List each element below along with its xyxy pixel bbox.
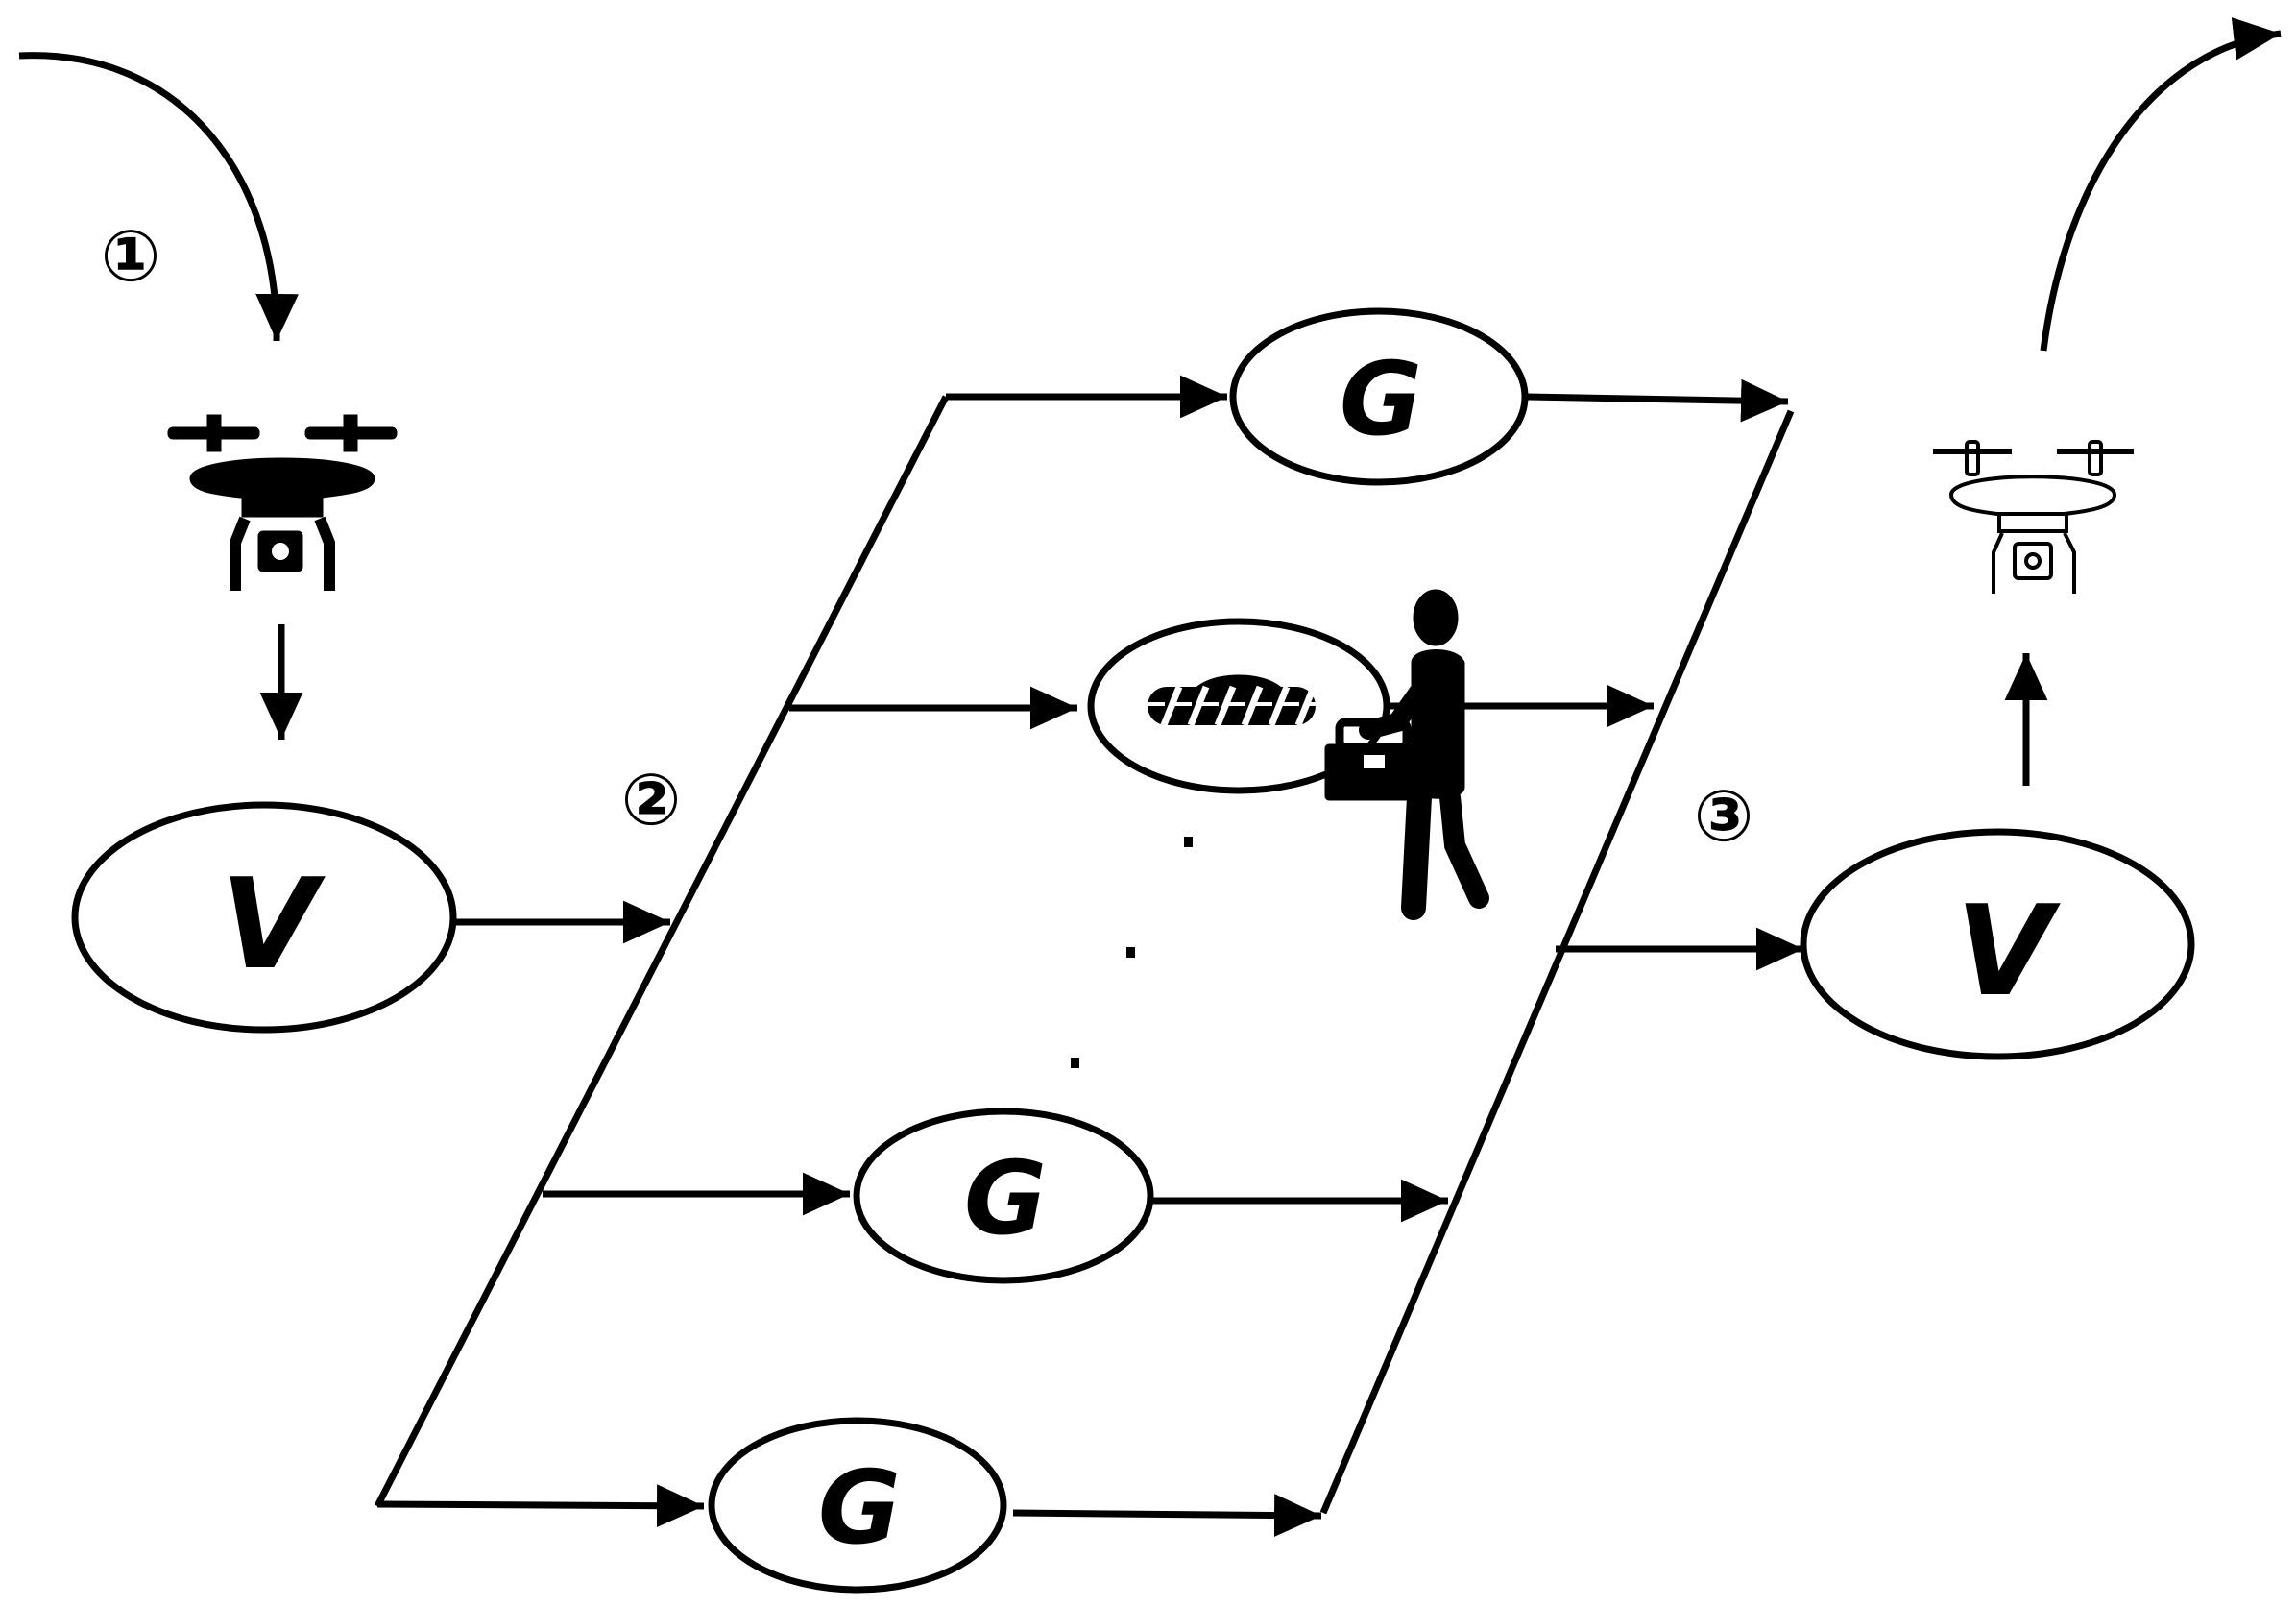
vertical-dots-icon (1071, 837, 1193, 1068)
svg-text:G: G (1340, 341, 1422, 458)
svg-text:G: G (818, 1449, 901, 1567)
v-node-right: V (1800, 828, 2195, 1060)
row-4-in-arrow (376, 1484, 705, 1528)
step-2-label: ② (621, 759, 682, 841)
row-1-out-arrow (1526, 378, 1789, 423)
step-3-label: ③ (1694, 775, 1754, 858)
damaged-component-icon (1148, 674, 1316, 727)
svg-text:V: V (221, 851, 326, 997)
arrival-curve-arrow (18, 52, 299, 342)
faulty-station-node (1087, 618, 1390, 794)
g-node-top: G (1229, 307, 1529, 486)
drone-outline-icon (1933, 440, 2134, 594)
row-4-out-arrow (1012, 1494, 1322, 1537)
parallelogram-left-edge (374, 395, 950, 1508)
worker-with-toolbox-icon (1324, 589, 1489, 920)
svg-text:G: G (964, 1140, 1047, 1257)
svg-text:V: V (1956, 878, 2062, 1024)
parallelogram-right-edge (1319, 409, 1795, 1515)
step-1-label: ① (101, 215, 161, 298)
g-node-bottom: G (708, 1417, 1007, 1594)
departure-curve-arrow (2040, 17, 2282, 352)
drone-solid-icon (167, 414, 398, 591)
g-node-middle: G (853, 1108, 1154, 1284)
v-node-left: V (71, 801, 457, 1034)
